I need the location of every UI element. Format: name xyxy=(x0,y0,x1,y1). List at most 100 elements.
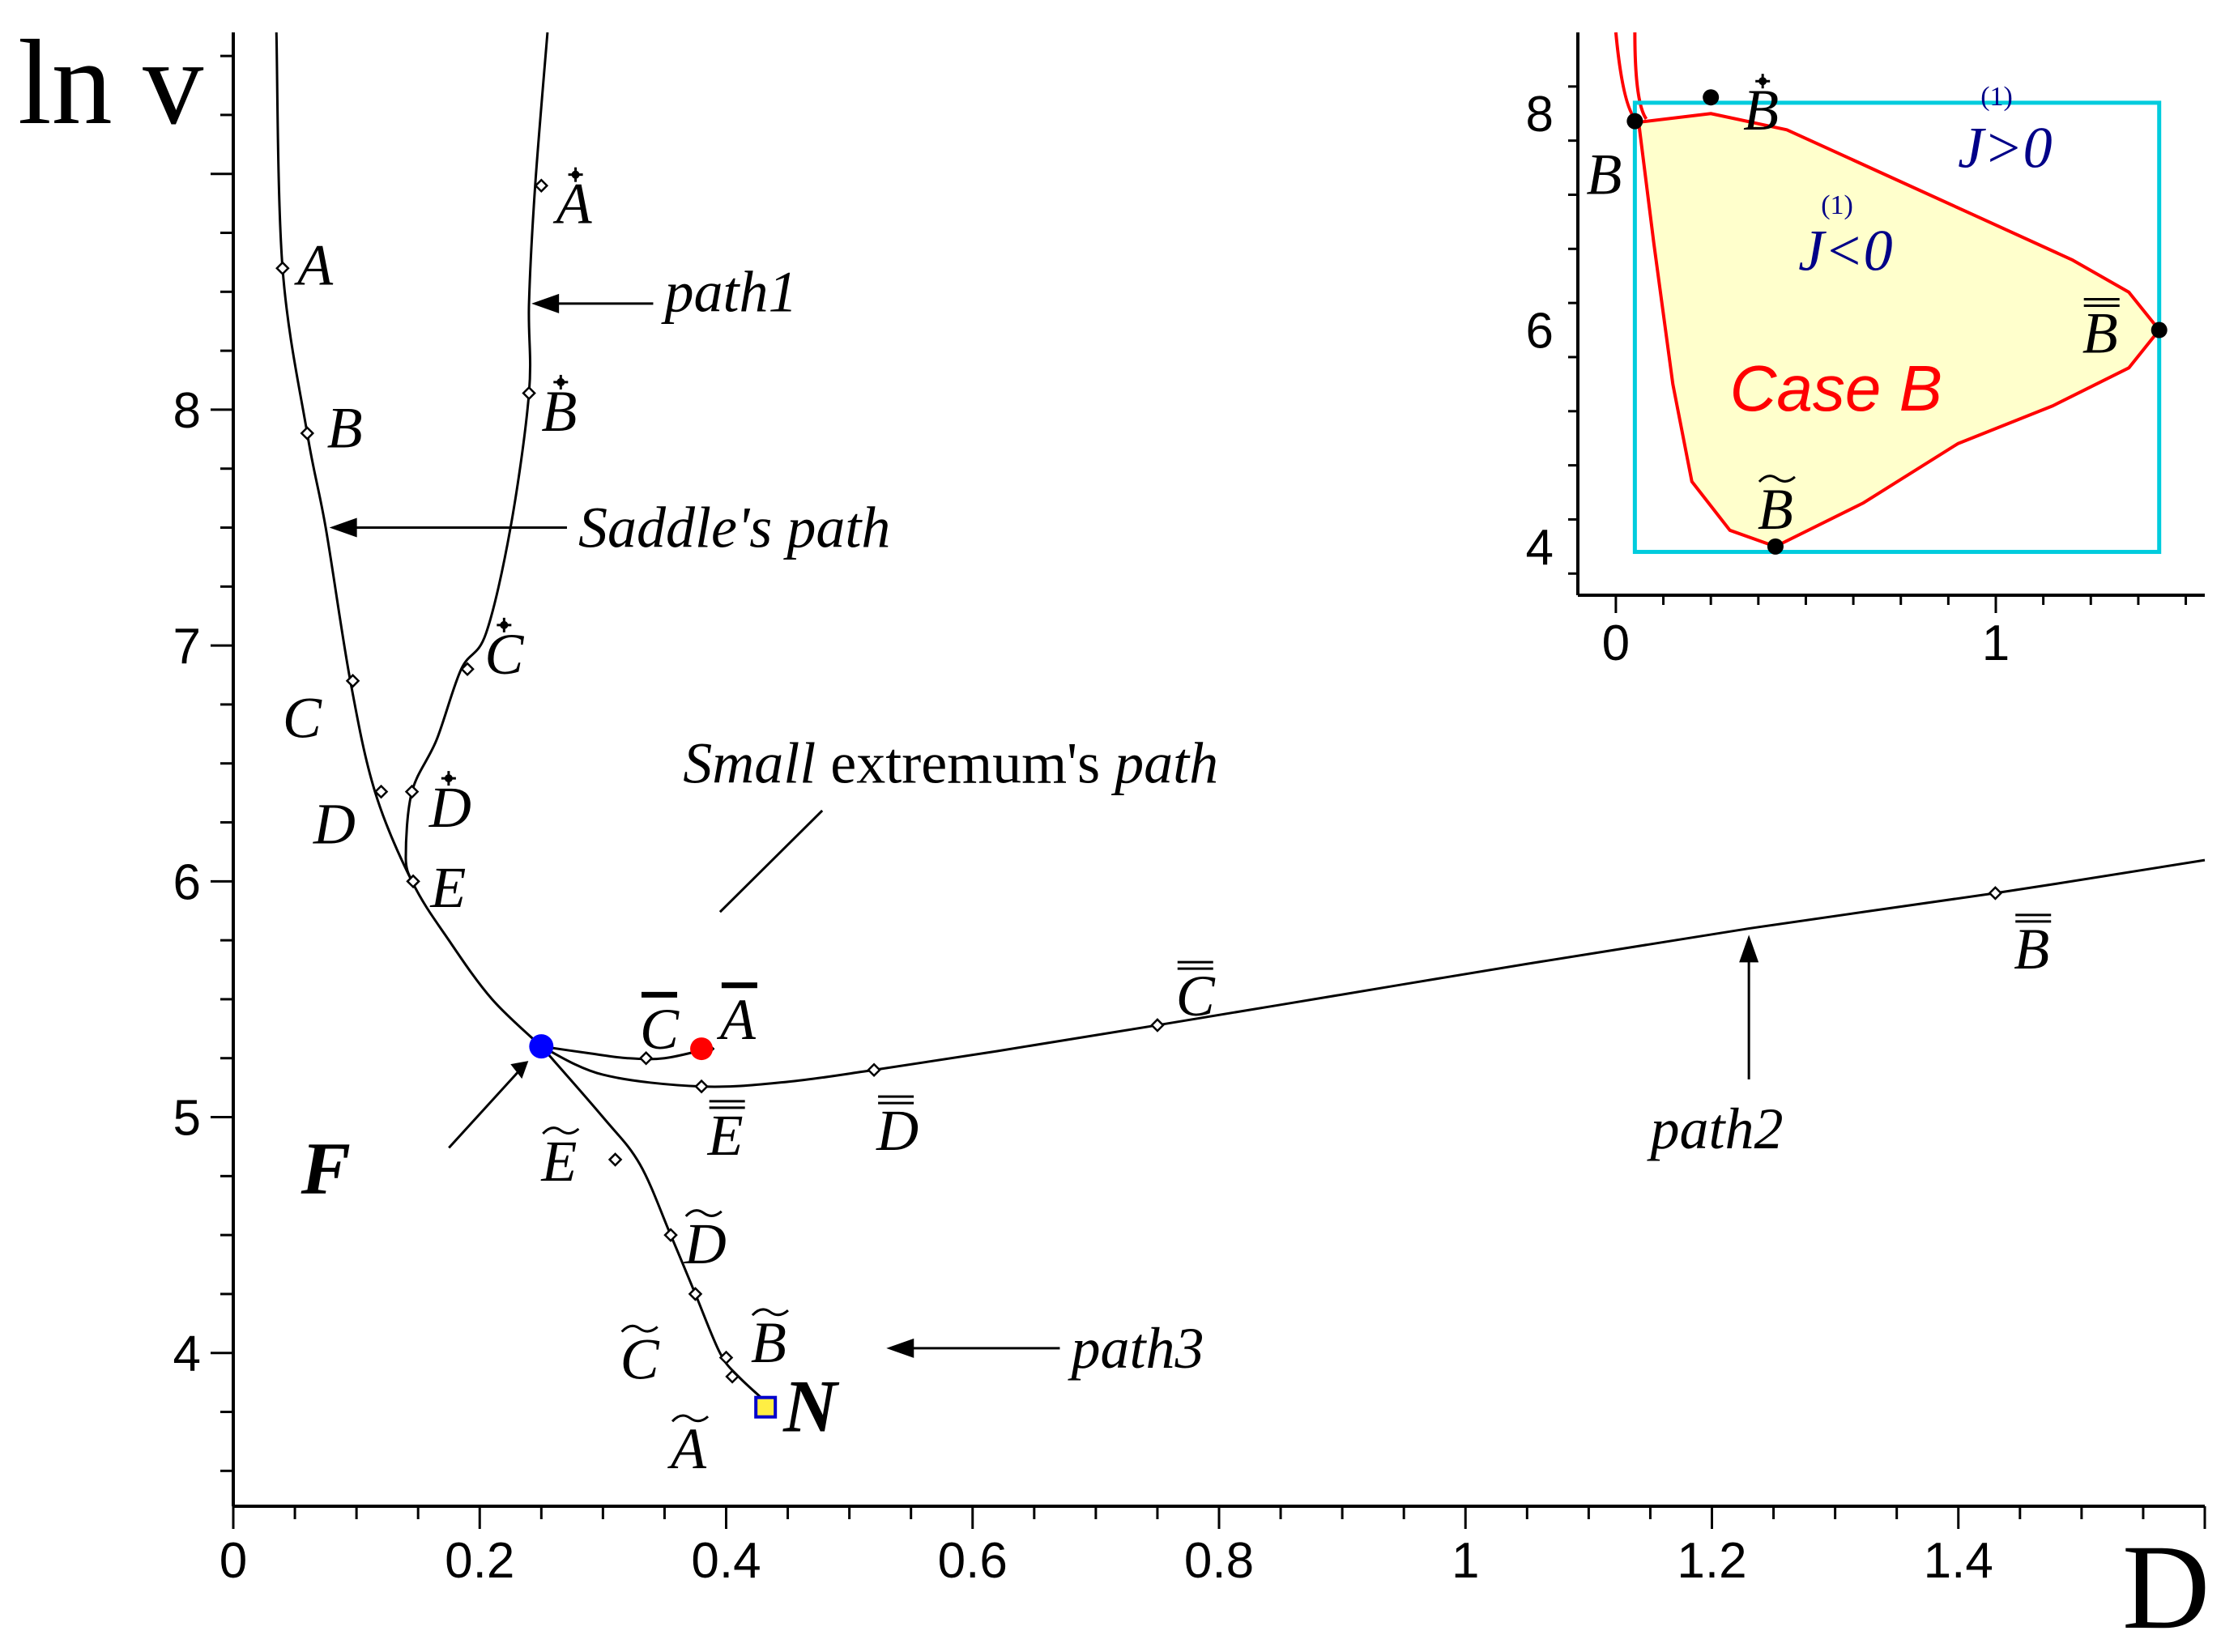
marker-label: B xyxy=(751,1310,786,1375)
inset-point xyxy=(1767,538,1784,555)
marker-diamond xyxy=(404,784,420,799)
y-axis-label: ln v xyxy=(18,15,203,150)
y-tick-label: 5 xyxy=(173,1091,201,1147)
x-tick-label: 0.6 xyxy=(938,1533,1008,1589)
marker-label: B xyxy=(541,379,577,444)
x-tick-label: 1.4 xyxy=(1924,1533,1993,1589)
marker-label: B xyxy=(327,395,363,460)
x-tick-label: 0 xyxy=(220,1533,247,1589)
point-n-label: N xyxy=(782,1365,840,1448)
marker-diamond xyxy=(300,426,315,441)
x-tick-label: 0.8 xyxy=(1184,1533,1254,1589)
marker-diamond xyxy=(663,1228,678,1242)
accent-tilde xyxy=(620,1324,659,1333)
marker-diamond xyxy=(1150,1018,1165,1032)
inset-point-label: B xyxy=(1758,477,1793,542)
marker-diamond xyxy=(867,1062,881,1078)
annotation-arrowhead xyxy=(886,1338,914,1358)
inset-x-tick-label: 0 xyxy=(1602,615,1630,671)
inset-outside-superscript: (1) xyxy=(1980,82,2013,112)
inset-y-tick-label: 6 xyxy=(1526,304,1554,360)
marker-label: A xyxy=(667,1416,707,1481)
x-tick-label: 1.2 xyxy=(1677,1533,1746,1589)
marker-diamond xyxy=(460,662,475,677)
marker-diamond xyxy=(688,1287,703,1301)
marker-diamond xyxy=(725,1369,740,1384)
inset-x-tick-label: 1 xyxy=(1982,615,2010,671)
marker-label: A xyxy=(717,987,757,1052)
marker-diamond xyxy=(522,385,536,401)
marker-label: D xyxy=(684,1211,727,1276)
label-small-extremum-path: Small extremum's path xyxy=(683,731,1218,796)
y-tick-label: 6 xyxy=(173,854,201,910)
inset-region xyxy=(1637,112,2161,548)
inset-y-tick-label: 4 xyxy=(1526,520,1554,576)
marker-label: C xyxy=(283,685,322,750)
marker-diamond xyxy=(1988,886,2003,901)
label-path2: path2 xyxy=(1646,1096,1783,1161)
y-tick-label: 7 xyxy=(173,619,201,675)
inset-point xyxy=(2151,321,2168,338)
y-tick-label: 4 xyxy=(173,1326,201,1382)
marker-label: A xyxy=(294,232,334,297)
point-small-extremum xyxy=(690,1037,714,1061)
label-path1: path1 xyxy=(660,259,797,324)
curve-path2 xyxy=(540,858,2206,1088)
marker-label: D xyxy=(876,1098,919,1163)
inset-point-label: B xyxy=(2082,301,2118,366)
marker-label: B xyxy=(2014,917,2049,981)
marker-diamond xyxy=(406,874,420,889)
annotation-arrowhead xyxy=(531,293,560,313)
inset-point xyxy=(1626,113,1643,130)
marker-diamond xyxy=(373,784,389,799)
marker-diamond xyxy=(275,261,290,275)
accent-bar xyxy=(721,982,757,989)
inset-boundary-branch xyxy=(1633,32,1648,121)
marker-diamond xyxy=(638,1050,654,1066)
inset-point-label: B xyxy=(1586,143,1622,207)
marker-label: A xyxy=(553,172,593,236)
annotation-arrowhead xyxy=(1739,935,1759,963)
inset-inside-label: J<0 xyxy=(1798,218,1893,283)
marker-label: D xyxy=(428,775,471,840)
marker-diamond xyxy=(345,674,360,688)
accent-tilde xyxy=(1758,475,1796,483)
marker-label: C xyxy=(640,997,680,1062)
annotation-arrowhead xyxy=(329,517,357,538)
curve-small xyxy=(541,1045,709,1061)
inset-point xyxy=(1703,89,1720,106)
x-tick-label: 1 xyxy=(1452,1533,1479,1589)
marker-label: E xyxy=(429,855,466,920)
accent-tilde xyxy=(542,1126,580,1135)
marker-label: C xyxy=(484,622,524,687)
label-saddle-path: Saddle's path xyxy=(578,496,890,560)
arrowhead-f xyxy=(510,1061,529,1079)
accent-tilde xyxy=(751,1308,789,1317)
inset-title: Case B xyxy=(1730,352,1942,424)
y-tick-label: 8 xyxy=(173,383,201,439)
small-extremum-pointer xyxy=(718,809,824,913)
inset-point-label: B xyxy=(1743,78,1779,143)
marker-diamond xyxy=(718,1350,734,1365)
accent-bar xyxy=(642,991,678,998)
point-n xyxy=(754,1395,778,1419)
accent-tilde xyxy=(671,1414,710,1423)
marker-diamond xyxy=(534,178,549,194)
marker-label: C xyxy=(1176,964,1216,1028)
marker-label: E xyxy=(540,1129,577,1194)
x-tick-label: 0.2 xyxy=(445,1533,514,1589)
marker-diamond xyxy=(607,1152,623,1167)
inset-y-tick-label: 8 xyxy=(1526,87,1554,143)
marker-diamond xyxy=(694,1079,709,1094)
point-f-label: F xyxy=(301,1127,351,1210)
label-path3: path3 xyxy=(1067,1316,1204,1381)
arrow-f xyxy=(448,1063,526,1149)
inset-outside-label: J>0 xyxy=(1958,115,2053,180)
accent-tilde xyxy=(684,1209,723,1217)
